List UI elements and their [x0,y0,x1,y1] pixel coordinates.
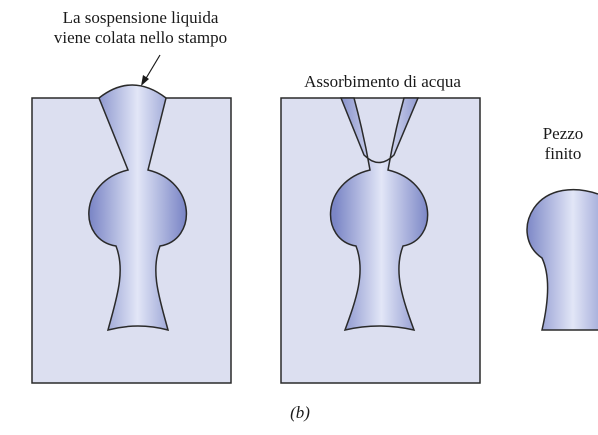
pour-arrow-head [141,75,149,86]
slip-absorption-shape [329,97,429,332]
label-slip-poured-line-1: La sospensione liquida [62,8,219,27]
label-finished-part-line-2: finito [544,144,582,163]
figure-caption: (b) [290,403,310,422]
slip-casting-shape [88,84,188,332]
pour-arrow [144,54,161,81]
label-water-absorption: Assorbimento di acqua [304,72,461,91]
finished-piece-shape [526,188,598,331]
label-slip-poured-line-2: viene colata nello stampo [53,28,228,47]
label-finished-part-line-1: Pezzo [542,124,584,143]
label-finished-part: Pezzo finito [528,124,598,164]
label-slip-poured: La sospensione liquida viene colata nell… [18,8,263,48]
